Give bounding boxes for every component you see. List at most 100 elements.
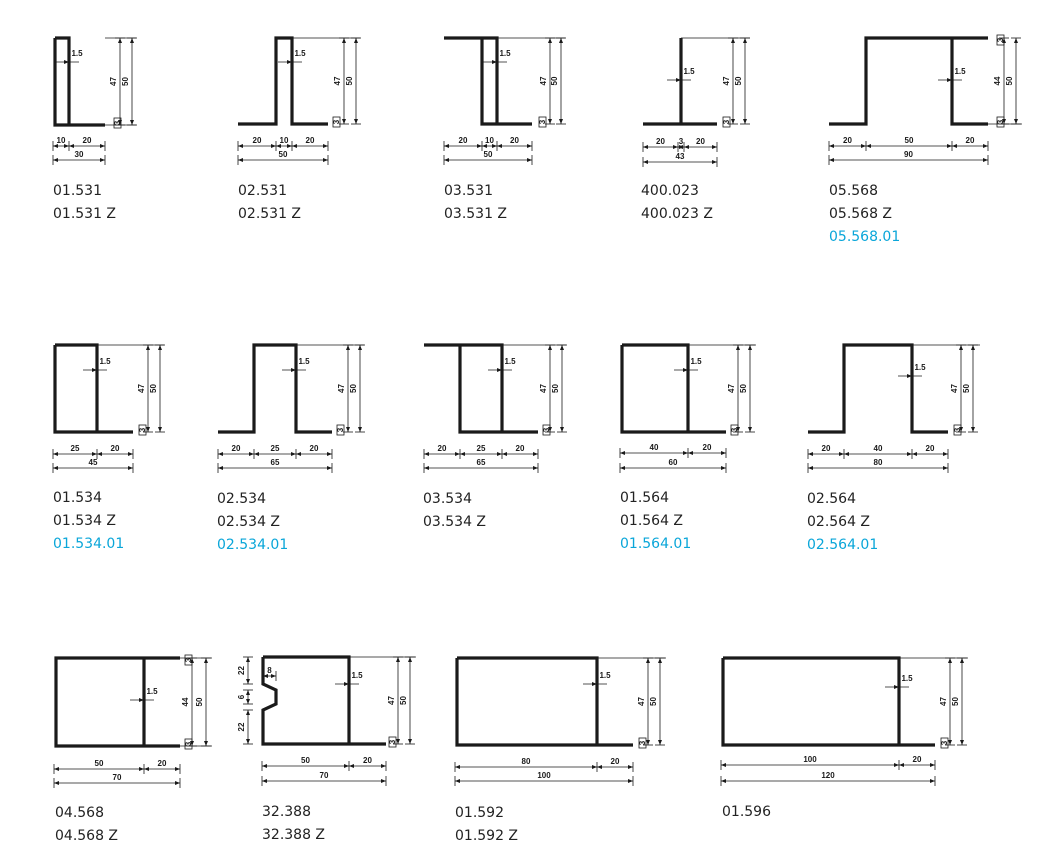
- dimension-label: 47: [333, 76, 342, 85]
- dimension-arrow: [829, 158, 834, 162]
- dimension-arrow: [296, 452, 301, 456]
- dimension-label: 43: [676, 152, 685, 161]
- dimension-arrow: [983, 158, 988, 162]
- wall-thickness-label: 1.5: [71, 49, 83, 58]
- dimension-arrow: [983, 144, 988, 148]
- dimension-arrow: [907, 374, 912, 378]
- dimension-arrow: [396, 739, 400, 744]
- dimension-label: 50: [1005, 76, 1014, 85]
- dimension-arrow: [712, 160, 717, 164]
- dimension-label: 25: [71, 444, 80, 453]
- dimension-arrow: [808, 466, 813, 470]
- dimension-arrow: [597, 765, 602, 769]
- dimension-arrow: [721, 466, 726, 470]
- lip-label: 3: [996, 119, 1005, 124]
- lip-label: 3: [638, 740, 647, 745]
- dimension-label: 70: [320, 771, 329, 780]
- dimension-arrow: [246, 710, 250, 715]
- dimension-label: 47: [539, 76, 548, 85]
- dimension-label: 20: [696, 137, 705, 146]
- dimension-arrow: [64, 144, 69, 148]
- dimension-arrow: [100, 144, 105, 148]
- dimension-arrow: [743, 119, 747, 124]
- dimension-label: 20: [232, 444, 241, 453]
- lip-box: [996, 116, 1005, 128]
- profile-outline: [808, 343, 948, 434]
- dimension-label: 10: [280, 136, 289, 145]
- profile-code: 01.531: [53, 183, 102, 199]
- dimension-arrow: [276, 144, 281, 148]
- dimension-arrow: [829, 144, 834, 148]
- dimension-label: 20: [438, 444, 447, 453]
- dimension-arrow: [960, 658, 964, 663]
- profile-outline: [643, 38, 717, 126]
- dimension-arrow: [246, 679, 250, 684]
- profile-code-z: 01.531 Z: [53, 206, 117, 222]
- dimension-label: 47: [337, 384, 346, 393]
- dimension-label: 50: [279, 150, 288, 159]
- profile-code-z: 03.531 Z: [444, 206, 508, 222]
- dimension-arrow: [344, 682, 349, 686]
- lip-box: [722, 116, 731, 128]
- dimension-label: 20: [926, 444, 935, 453]
- lip-box: [113, 117, 122, 129]
- profile-variant-code[interactable]: 02.534.01: [217, 537, 289, 553]
- dimension-label: 8: [267, 666, 272, 675]
- lip-label: 3: [542, 427, 551, 432]
- profile-outline: [455, 656, 633, 747]
- wall-thickness-label: 1.5: [294, 49, 306, 58]
- profile-variant-code[interactable]: 02.564.01: [807, 537, 879, 553]
- dimension-arrow: [620, 466, 625, 470]
- dimension-label: 47: [722, 76, 731, 85]
- dimension-arrow: [943, 452, 948, 456]
- dimension-arrow: [262, 764, 267, 768]
- dimension-label: 44: [993, 76, 1002, 85]
- lip-box: [184, 738, 193, 750]
- dimension-arrow: [53, 466, 58, 470]
- profile-variant-code[interactable]: 01.534.01: [53, 536, 125, 552]
- dimension-label: 47: [637, 697, 646, 706]
- dimension-arrow: [262, 779, 267, 783]
- dimension-arrow: [712, 145, 717, 149]
- dimension-label: 47: [137, 384, 146, 393]
- dimension-arrow: [646, 740, 650, 745]
- profile-variant-code[interactable]: 05.568.01: [829, 229, 901, 245]
- profile-variant-code[interactable]: 01.564.01: [620, 536, 692, 552]
- dimension-label: 47: [727, 384, 736, 393]
- dimension-label: 20: [843, 136, 852, 145]
- dimension-label: 50: [739, 384, 748, 393]
- dimension-label: 20: [83, 136, 92, 145]
- dimension-arrow: [158, 427, 162, 432]
- dimension-label: 120: [821, 771, 835, 780]
- lip-label: 3: [184, 657, 193, 662]
- profile-code: 01.592: [455, 805, 504, 821]
- dimension-label: 47: [939, 697, 948, 706]
- dimension-arrow: [548, 119, 552, 124]
- dimension-arrow: [676, 78, 681, 82]
- lip-label: 3: [113, 120, 122, 125]
- dimension-arrow: [721, 779, 726, 783]
- lip-box: [542, 424, 551, 436]
- dimension-arrow: [344, 764, 349, 768]
- dimension-arrow: [408, 739, 412, 744]
- lip-label: 3: [184, 741, 193, 746]
- dimension-label: 100: [537, 771, 551, 780]
- profile-code-z: 02.564 Z: [807, 514, 871, 530]
- dimension-arrow: [527, 144, 532, 148]
- lip-box: [388, 736, 397, 748]
- lip-box: [940, 737, 949, 749]
- profile-code-z: 02.531 Z: [238, 206, 302, 222]
- dimension-label: 50: [195, 697, 204, 706]
- dimension-arrow: [947, 144, 952, 148]
- dimension-label: 50: [349, 384, 358, 393]
- dimension-arrow: [1014, 38, 1018, 43]
- dimension-arrow: [69, 144, 74, 148]
- lip-label: 3: [722, 119, 731, 124]
- profile-code-z: 32.388 Z: [262, 827, 326, 843]
- dimension-label: 50: [95, 759, 104, 768]
